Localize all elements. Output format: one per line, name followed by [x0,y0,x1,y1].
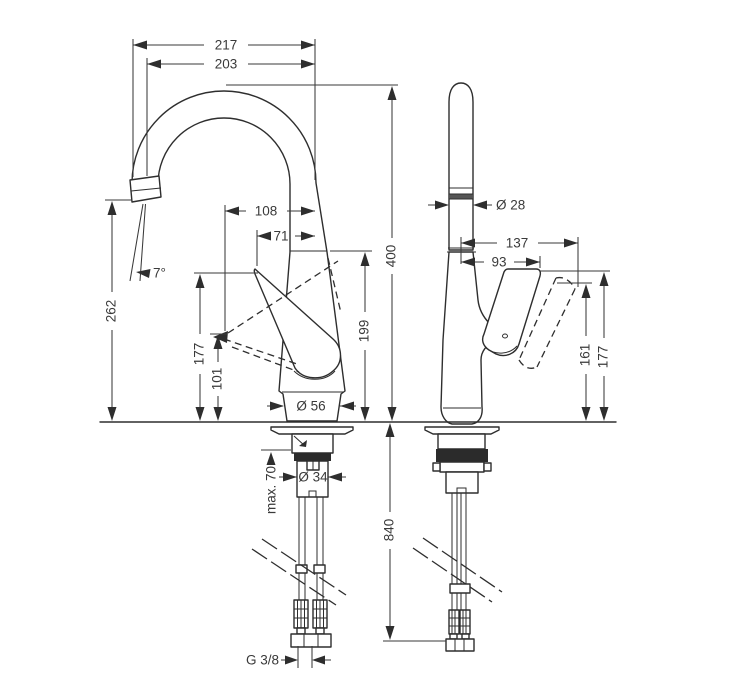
dim-handle-open-height: 161 [557,282,593,421]
dim-connection-thread: G 3/8 [246,646,331,668]
dim-handle-open-depth: 137 [460,236,579,287]
dim-body-height: 199 [330,250,372,421]
side-break-mark [412,537,503,603]
side-flange [424,426,500,435]
dim-hose-length: 840 [382,423,397,640]
dim-body-height-label: 199 [357,320,372,343]
front-handle-cap-line [293,370,336,380]
side-shank [445,471,479,494]
dim-handle-min-height-label: 101 [210,368,225,391]
front-handle-swing-up [227,260,339,334]
side-tube-clip [449,583,471,594]
side-handle-screw [502,333,508,339]
front-flange [270,426,354,435]
dim-spout-reach: 203 [146,57,315,176]
dim-handle-open-depth-label: 137 [506,236,529,251]
dim-handle-reach-closed: 71 [256,229,315,266]
front-tube-band-2 [313,564,326,574]
dim-handle-height-label: 177 [596,346,611,369]
front-spout-outlet [129,175,162,203]
side-seal-band [436,449,488,462]
dim-base-diameter-label: Ø 56 [296,399,325,414]
dim-base-diameter: Ø 56 [267,399,356,414]
front-handle-swing-right [327,257,342,314]
dim-shank-diameter: Ø 34 [279,470,346,485]
front-shank-notch [308,490,317,497]
dim-handle-reach-open-label: 108 [255,204,278,219]
front-seal-band [294,453,331,461]
dim-spout-height-label: 400 [384,245,399,268]
front-view [129,90,354,648]
front-tube-band-1 [295,564,308,574]
dim-spout-height: 400 [226,84,399,421]
dim-spout-angle-label: 7° [153,266,166,281]
side-hose-braids [448,609,471,640]
dim-spout-reach-label: 203 [215,57,238,72]
side-handle [481,268,542,357]
dim-handle-depth-label: 93 [491,255,506,270]
front-handle-swing-arrow [213,331,228,343]
front-escutcheon-flag-head [299,440,307,447]
side-escutcheon [437,433,486,450]
dim-outlet-height-label: 262 [104,300,119,323]
dim-handle-reach-open: 108 [224,204,315,331]
dim-spout-diameter: Ø 28 [428,198,525,213]
front-handle-swing-low2 [231,346,300,373]
dim-handle-open-height-label: 161 [578,344,593,367]
front-break-mark [251,538,347,606]
front-escutcheon [291,433,334,454]
front-supply-tubes [298,497,324,600]
dim-spout-diameter-label: Ø 28 [496,198,525,213]
dim-handle-max-height: 177 [192,272,258,421]
front-hose-nut [290,633,332,648]
dim-overall-width-label: 217 [215,38,238,53]
side-aerator-seal [449,194,473,199]
side-view [412,82,576,652]
side-clamp [432,461,492,473]
front-aerator-line [130,187,162,192]
dim-hose-length-label: 840 [382,519,397,542]
side-aerator-rings [449,187,473,200]
side-handle-seam [485,345,518,354]
dim-overall-width: 217 [132,38,316,180]
dim-shank-diameter-label: Ø 34 [298,470,328,485]
dim-max-deck-thickness: max. 70 [261,449,291,514]
front-handle-lever [253,268,342,379]
side-supply-tubes [451,493,467,610]
dim-outlet-height: 262 [104,199,132,421]
front-handle-swing-low1 [223,338,298,365]
front-hose-braids [293,599,328,635]
dim-handle-reach-closed-label: 71 [273,229,288,244]
dim-spout-angle: 7° [129,203,166,282]
dim-connection-thread-label: G 3/8 [246,653,279,668]
dim-handle-height: 177 [540,270,611,421]
dim-handle-depth: 93 [461,255,541,270]
dim-handle-max-height-label: 177 [192,343,207,366]
side-spout-pipe [448,82,474,251]
side-shank-notch [456,487,467,493]
side-hose-nut [445,638,475,652]
dim-handle-min-height: 101 [210,333,227,421]
dim-max-deck-thickness-label: max. 70 [264,466,279,514]
